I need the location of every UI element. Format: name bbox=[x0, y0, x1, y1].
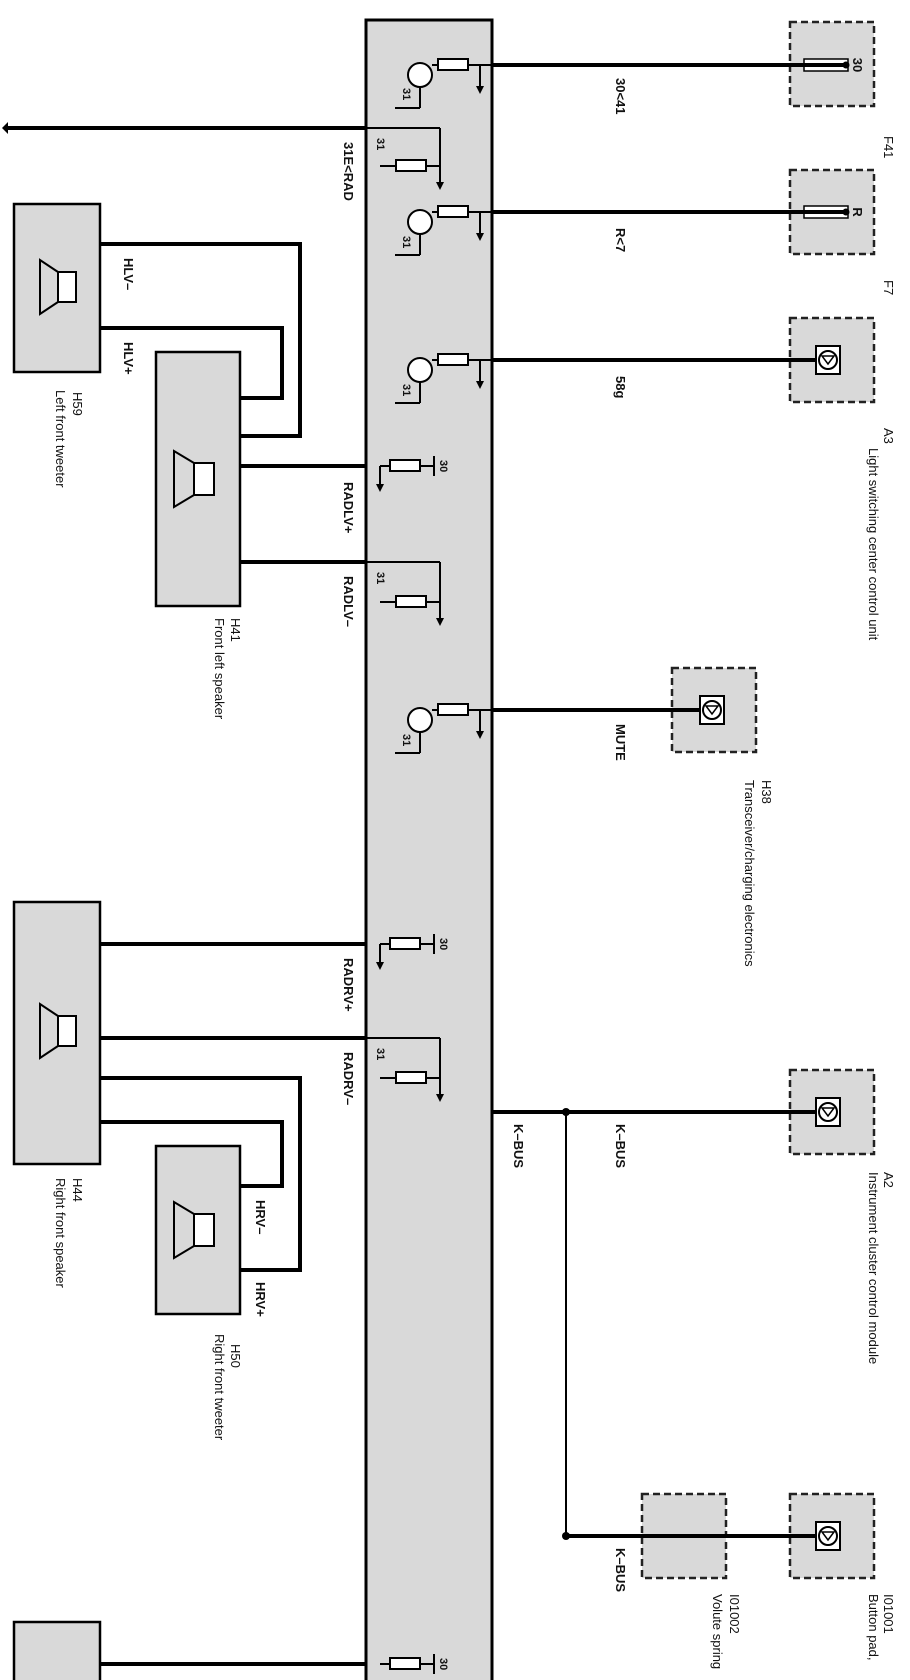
wire-label-kbus-1: K–BUS bbox=[613, 1124, 628, 1168]
ground-stage-1 bbox=[366, 127, 441, 182]
pin-label-t2: 31 bbox=[400, 236, 412, 248]
supply-stage-3 bbox=[380, 1654, 435, 1674]
pin-label-g1: 31 bbox=[374, 138, 386, 150]
wire-label-31e-rad: 31E<RAD bbox=[341, 142, 356, 201]
arrow-ground-2 bbox=[436, 618, 444, 626]
a3-module-icon bbox=[815, 345, 841, 375]
pin-label-s3: 30 bbox=[437, 1658, 449, 1670]
pin-label-t3: 31 bbox=[400, 384, 412, 396]
transistor-stage-3 bbox=[395, 353, 492, 404]
wire-label-r7: R<7 bbox=[613, 228, 628, 252]
wire-label-kbus-3: K–BUS bbox=[613, 1548, 628, 1592]
wire-label-58g: 58g bbox=[613, 376, 628, 398]
kbus-junction-bottom bbox=[562, 1532, 570, 1540]
h41-description: Front left speaker bbox=[212, 618, 227, 720]
h59-speaker-icon bbox=[39, 258, 77, 316]
arrow-stage-2 bbox=[476, 233, 484, 241]
h44-speaker-icon bbox=[39, 1002, 77, 1060]
h41-speaker-icon bbox=[173, 449, 215, 509]
arrow-stage-1 bbox=[476, 86, 484, 94]
pin-label-t1: 31 bbox=[400, 88, 412, 100]
h44-id: H44 bbox=[70, 1178, 85, 1202]
wires bbox=[8, 63, 846, 1666]
arrow-supply-2 bbox=[376, 962, 384, 970]
wire-label-radlv-plus: RADLV+ bbox=[341, 482, 356, 534]
wire-label-mute: MUTE bbox=[613, 724, 628, 761]
i01002-id: I01002 bbox=[727, 1594, 742, 1634]
a2-id: A2 bbox=[881, 1172, 896, 1188]
a3-description: Light switching center control unit bbox=[866, 448, 881, 641]
fuse-f41-id: F41 bbox=[881, 136, 896, 158]
a3-id: A3 bbox=[881, 428, 896, 444]
i01001-module-icon bbox=[815, 1521, 841, 1551]
wire-label-radrv-minus: RADRV– bbox=[341, 1052, 356, 1105]
wire-label-radrv-plus: RADRV+ bbox=[341, 958, 356, 1012]
wire-label-hrv-minus: HRV– bbox=[253, 1200, 268, 1234]
wire-label-radlv-minus: RADLV– bbox=[341, 576, 356, 627]
fuse-f7-id: F7 bbox=[881, 280, 896, 295]
pin-label-g2: 31 bbox=[374, 572, 386, 584]
a2-module-icon bbox=[815, 1097, 841, 1127]
pin-label-s1: 30 bbox=[437, 460, 449, 472]
h59-description: Left front tweeter bbox=[53, 390, 68, 488]
wire-label-30-41: 30<41 bbox=[613, 78, 628, 115]
pin-label-s2: 30 bbox=[437, 938, 449, 950]
supply-stage-2 bbox=[379, 934, 435, 962]
arrow-stage-4 bbox=[476, 731, 484, 739]
fuse-f41-pin: 30 bbox=[850, 58, 865, 72]
h38-id: H38 bbox=[759, 780, 774, 804]
h59-id: H59 bbox=[70, 392, 85, 416]
transistor-stage-4 bbox=[395, 703, 492, 754]
ground-stage-2 bbox=[366, 561, 441, 618]
ground-31e-marker bbox=[2, 122, 8, 134]
transistor-stage-1 bbox=[395, 58, 492, 109]
pin-label-t4: 31 bbox=[400, 734, 412, 746]
wire-label-hlv-minus: HLV– bbox=[121, 258, 136, 290]
arrow-supply-1 bbox=[376, 484, 384, 492]
i01001-description: Button pad, bbox=[866, 1594, 881, 1661]
a2-description: Instrument cluster control module bbox=[866, 1172, 881, 1364]
i01001-id: I01001 bbox=[881, 1594, 896, 1634]
h50-id: H50 bbox=[228, 1344, 243, 1368]
arrow-stage-3 bbox=[476, 381, 484, 389]
kbus-junction-top bbox=[562, 1108, 570, 1116]
h41-id: H41 bbox=[228, 618, 243, 642]
fuse-f7-pin: R bbox=[850, 207, 865, 217]
pin-label-g3: 31 bbox=[374, 1048, 386, 1060]
arrow-ground-3 bbox=[436, 1094, 444, 1102]
h38-module-icon bbox=[699, 695, 725, 725]
i01002-description: Volute spring bbox=[710, 1594, 725, 1669]
supply-stage-1 bbox=[379, 456, 435, 484]
h50-speaker-icon bbox=[173, 1200, 215, 1260]
wire-label-hlv-plus: HLV+ bbox=[121, 342, 136, 375]
ground-stage-3 bbox=[366, 1037, 441, 1094]
arrow-ground-1 bbox=[436, 182, 444, 190]
bottom-left-speaker-box bbox=[12, 1620, 102, 1680]
wire-label-hrv-plus: HRV+ bbox=[253, 1282, 268, 1317]
transistor-stage-2 bbox=[395, 205, 492, 256]
h38-description: Transceiver/charging electronics bbox=[742, 780, 757, 967]
radio-module-body bbox=[364, 18, 494, 1680]
kbus-wire bbox=[492, 1111, 567, 1536]
rotated-labels: 30 F41 R F7 A3 Light switching center co… bbox=[53, 58, 896, 1670]
wire-label-kbus-2: K–BUS bbox=[511, 1124, 526, 1168]
h50-description: Right front tweeter bbox=[212, 1334, 227, 1441]
h41-box bbox=[154, 350, 242, 608]
h44-description: Right front speaker bbox=[53, 1178, 68, 1289]
